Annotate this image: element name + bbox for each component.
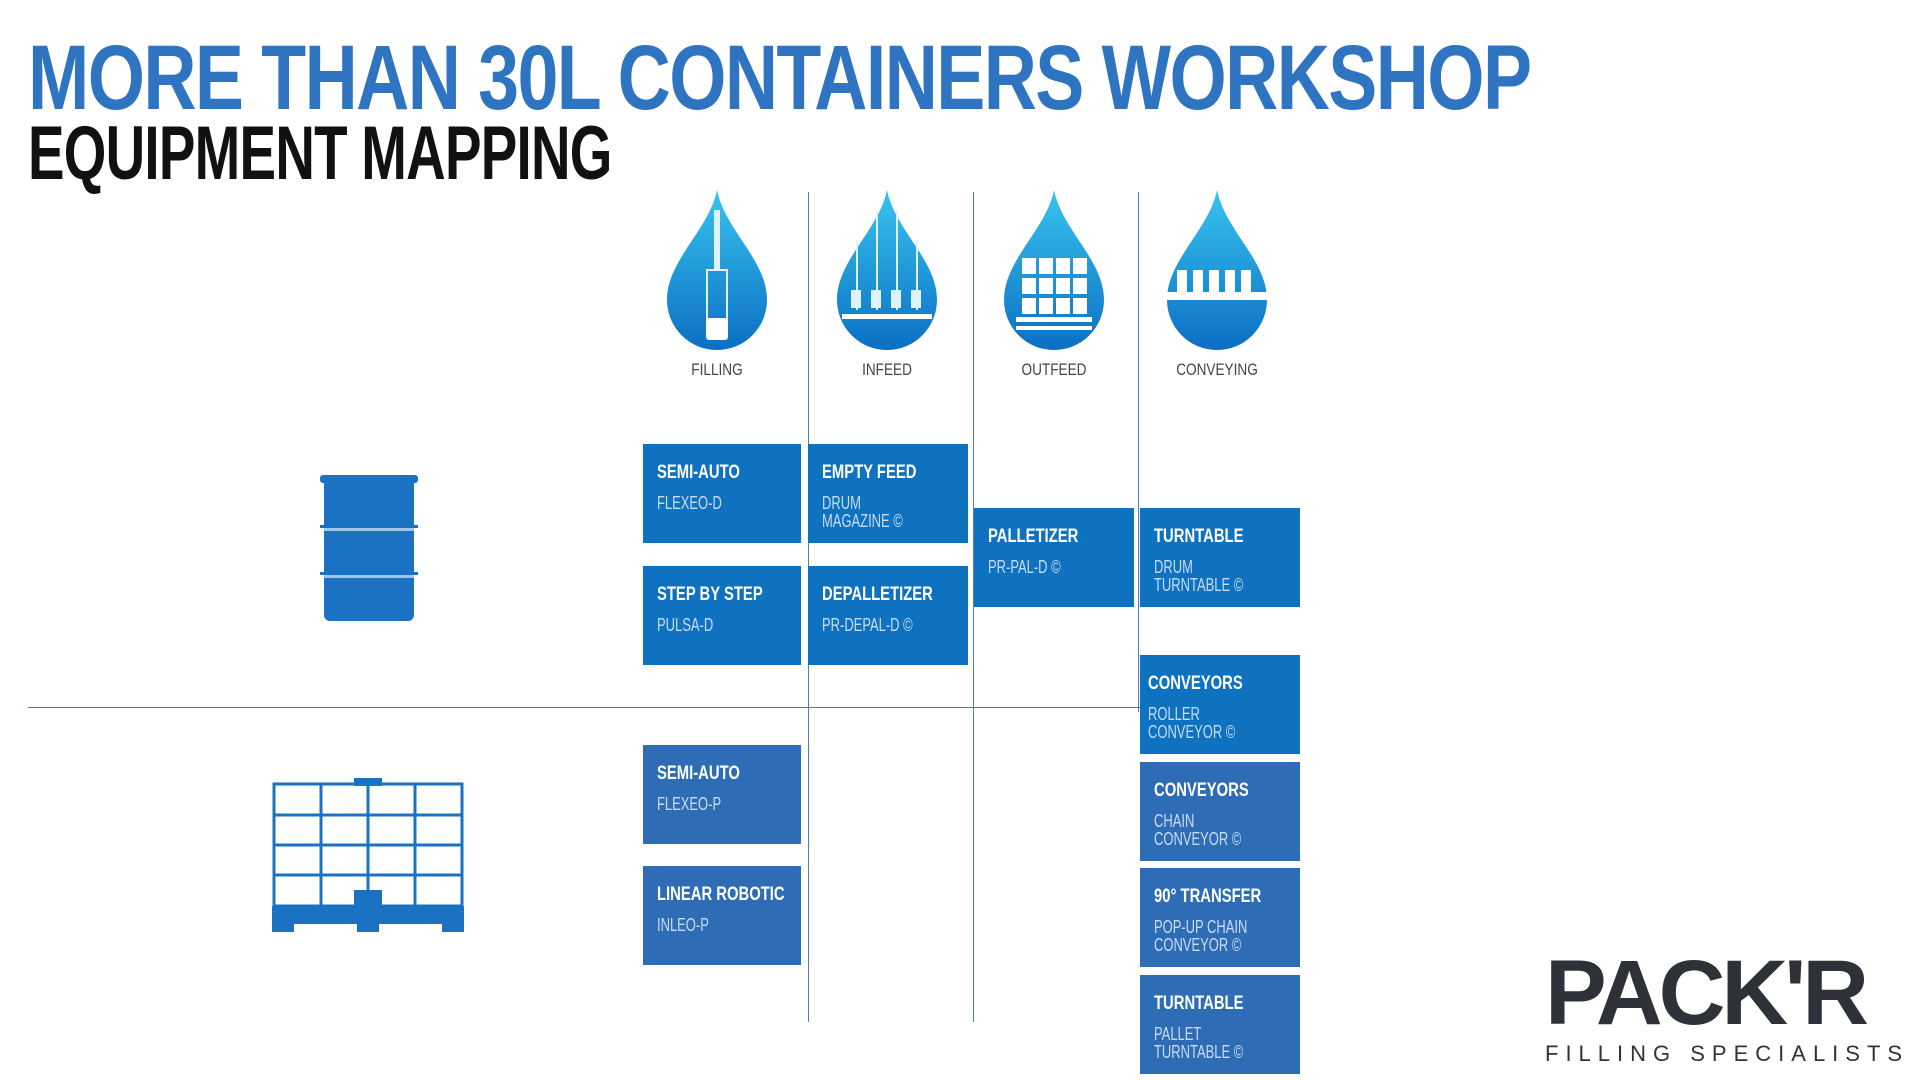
infeed-drop-icon bbox=[837, 190, 937, 350]
card-title: CONVEYORS bbox=[1148, 673, 1243, 694]
card-title: CONVEYORS bbox=[1154, 780, 1249, 801]
equipment-card-drum-turntable[interactable]: TURNTABLE DRUM TURNTABLE © bbox=[1140, 508, 1300, 607]
row-divider bbox=[28, 707, 1140, 708]
category-label-outfeed: OUTFEED bbox=[1021, 360, 1087, 379]
card-subtitle: DRUM MAGAZINE © bbox=[822, 493, 903, 531]
logo-tagline: FILLING SPECIALISTS bbox=[1545, 1041, 1910, 1066]
card-subtitle: FLEXEO-P bbox=[657, 794, 722, 814]
logo-wordmark: PACK'R bbox=[1545, 950, 1868, 1032]
card-title: DEPALLETIZER bbox=[822, 584, 933, 605]
card-subtitle: PR-DEPAL-D © bbox=[822, 615, 913, 635]
column-divider bbox=[1138, 192, 1139, 712]
equipment-card-roller-conveyor[interactable]: CONVEYORS ROLLER CONVEYOR © bbox=[1140, 655, 1300, 754]
page-title: MORE THAN 30L CONTAINERS WORKSHOP bbox=[28, 27, 1532, 129]
card-subtitle: ROLLER CONVEYOR © bbox=[1148, 704, 1236, 742]
equipment-card-chain-conveyor[interactable]: CONVEYORS CHAIN CONVEYOR © bbox=[1140, 762, 1300, 861]
category-label-filling: FILLING bbox=[691, 360, 743, 379]
equipment-card-linear-robotic[interactable]: LINEAR ROBOTIC INLEO-P bbox=[643, 866, 801, 965]
card-subtitle: FLEXEO-D bbox=[657, 493, 722, 513]
equipment-card-semi-auto-flexeo-p[interactable]: SEMI-AUTO FLEXEO-P bbox=[643, 745, 801, 844]
equipment-card-90-transfer[interactable]: 90° TRANSFER POP-UP CHAIN CONVEYOR © bbox=[1140, 868, 1300, 967]
equipment-card-palletizer[interactable]: PALLETIZER PR-PAL-D © bbox=[974, 508, 1134, 607]
equipment-card-empty-feed[interactable]: EMPTY FEED DRUM MAGAZINE © bbox=[808, 444, 968, 543]
card-title: STEP BY STEP bbox=[657, 584, 763, 605]
card-title: SEMI-AUTO bbox=[657, 462, 740, 483]
equipment-card-semi-auto-flexeo-d[interactable]: SEMI-AUTO FLEXEO-D bbox=[643, 444, 801, 543]
page-subtitle: EQUIPMENT MAPPING bbox=[28, 111, 612, 196]
card-subtitle: POP-UP CHAIN CONVEYOR © bbox=[1154, 917, 1248, 955]
equipment-card-pallet-turntable[interactable]: TURNTABLE PALLET TURNTABLE © bbox=[1140, 975, 1300, 1074]
column-divider bbox=[973, 192, 974, 1022]
card-title: TURNTABLE bbox=[1154, 526, 1244, 547]
ibc-container-icon bbox=[272, 778, 464, 932]
packr-logo: PACK'R FILLING SPECIALISTS bbox=[1545, 942, 1910, 1067]
card-title: TURNTABLE bbox=[1154, 993, 1244, 1014]
card-subtitle: PALLET TURNTABLE © bbox=[1154, 1024, 1244, 1062]
card-title: PALLETIZER bbox=[988, 526, 1079, 547]
card-title: SEMI-AUTO bbox=[657, 763, 740, 784]
filling-drop-icon bbox=[667, 190, 767, 350]
card-title: LINEAR ROBOTIC bbox=[657, 884, 785, 905]
card-title: EMPTY FEED bbox=[822, 462, 917, 483]
drum-icon bbox=[320, 475, 418, 621]
equipment-card-step-by-step-pulsa-d[interactable]: STEP BY STEP PULSA-D bbox=[643, 566, 801, 665]
card-title: 90° TRANSFER bbox=[1154, 886, 1262, 907]
card-subtitle: PR-PAL-D © bbox=[988, 557, 1061, 577]
outfeed-drop-icon bbox=[1004, 190, 1104, 350]
card-subtitle: DRUM TURNTABLE © bbox=[1154, 557, 1244, 595]
packr-logo-mark: PACK'R bbox=[1545, 942, 1872, 1044]
conveying-drop-icon bbox=[1167, 190, 1267, 350]
equipment-card-depalletizer[interactable]: DEPALLETIZER PR-DEPAL-D © bbox=[808, 566, 968, 665]
card-subtitle: PULSA-D bbox=[657, 615, 714, 635]
card-subtitle: CHAIN CONVEYOR © bbox=[1154, 811, 1242, 849]
category-label-infeed: INFEED bbox=[862, 360, 912, 379]
card-subtitle: INLEO-P bbox=[657, 915, 709, 935]
category-label-conveying: CONVEYING bbox=[1176, 360, 1258, 379]
